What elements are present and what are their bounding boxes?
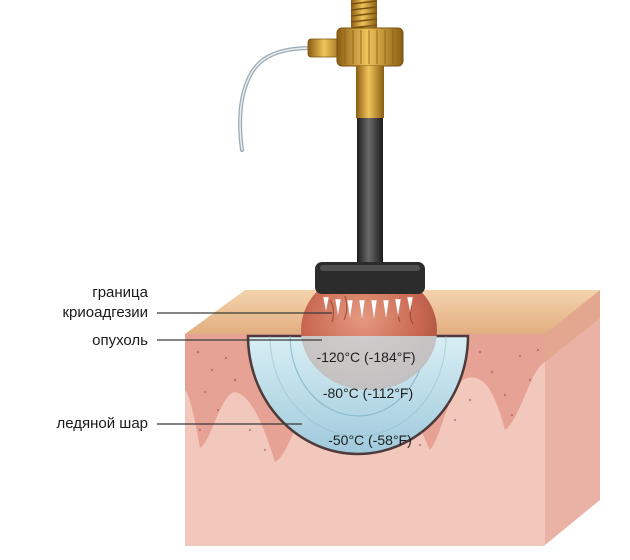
probe-cable [238, 46, 314, 152]
probe-shaft [357, 118, 383, 268]
label-tumor: опухоль [92, 332, 148, 349]
isotherm-ring-middle [289, 335, 427, 417]
tissue-side-face [545, 290, 600, 545]
temp-middle: -80°C (-112°F) [323, 385, 413, 401]
temp-inner: -50°C (-58°F) [328, 432, 412, 448]
label-ice-ball: ледяной шар [56, 415, 148, 432]
isotherm-ring-inner [269, 335, 447, 437]
label-boundary-line2: криоадгезии [62, 304, 148, 321]
probe-thread [350, 0, 378, 30]
label-boundary-line1: граница [92, 284, 148, 301]
cryoadhesion-boundary [322, 296, 414, 322]
leader-lines [157, 312, 332, 425]
cryoprobe [238, 0, 425, 294]
temp-outer: -120°C (-184°F) [316, 349, 415, 365]
